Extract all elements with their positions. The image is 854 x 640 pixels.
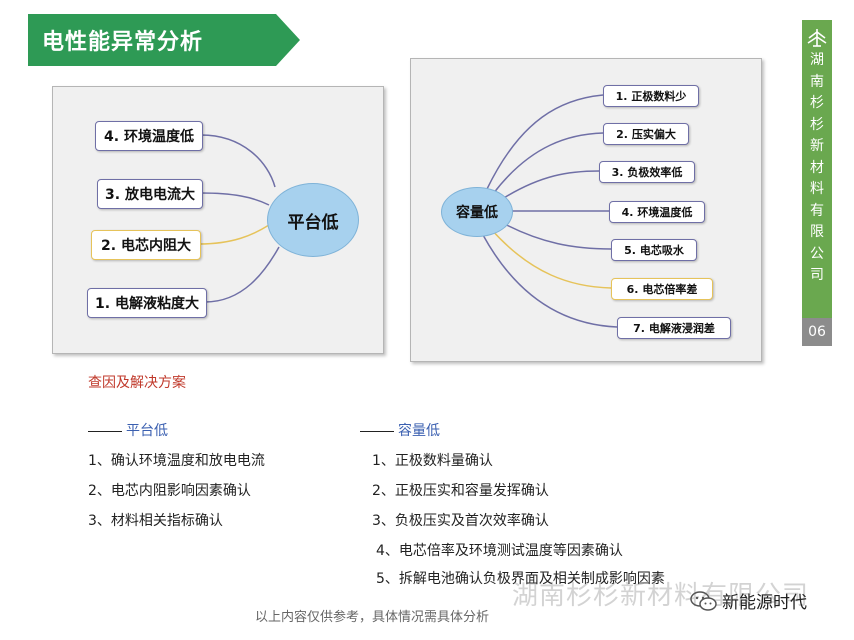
- capacity-solution-item: 4、电芯倍率及环境测试温度等因素确认: [376, 543, 623, 559]
- platform-title-text: 平台低: [126, 423, 168, 439]
- mindmap-center: 容量低: [441, 187, 513, 237]
- capacity-title-text: 容量低: [398, 423, 440, 439]
- capacity-solution-item: 2、正极压实和容量发挥确认: [372, 483, 549, 499]
- page-number: 06: [802, 318, 832, 346]
- title-banner: 电性能异常分析: [28, 14, 300, 66]
- disclaimer-note: 以上内容仅供参考，具体情况需具体分析: [255, 610, 490, 625]
- wechat-account-badge: 新能源时代: [690, 588, 807, 613]
- mindmap-node: 5. 电芯吸水: [611, 239, 697, 261]
- platform-solution-item: 1、确认环境温度和放电电流: [88, 453, 265, 469]
- mindmap-node: 1. 正极数料少: [603, 85, 699, 107]
- company-name-vertical: 湖南杉杉新材料有限公司: [802, 50, 832, 287]
- company-name: 湖南杉杉新材料有限公司: [810, 52, 824, 283]
- mindmap-capacity-connectors: [482, 94, 618, 328]
- mindmap-platform-low: 4. 环境温度低 3. 放电电流大 2. 电芯内阻大 1. 电解液粘度大 平台低: [52, 86, 384, 354]
- solutions-heading: 查因及解决方案: [88, 375, 186, 391]
- capacity-solution-item: 5、拆解电池确认负极界面及相关制成影响因素: [376, 571, 665, 587]
- dash-line: [360, 430, 394, 432]
- mindmap-center: 平台低: [267, 183, 359, 257]
- mindmap-platform-connectors: [198, 134, 280, 303]
- platform-solutions-title: 平台低: [88, 420, 168, 440]
- capacity-solution-item: 1、正极数料量确认: [372, 453, 493, 469]
- wechat-account-name: 新能源时代: [722, 593, 807, 613]
- mindmap-node: 2. 电芯内阻大: [91, 230, 201, 260]
- company-watermark: 湖南杉杉新材料有限公司: [512, 581, 810, 611]
- mindmap-node: 3. 负极效率低: [599, 161, 695, 183]
- wechat-icon: [690, 590, 717, 611]
- mindmap-node: 1. 电解液粘度大: [87, 288, 207, 318]
- company-sidebar: 湖南杉杉新材料有限公司 06: [802, 20, 832, 346]
- mindmap-capacity-low: 容量低 1. 正极数料少 2. 压实偏大 3. 负极效率低 4. 环境温度低 5…: [410, 58, 762, 362]
- mindmap-node: 3. 放电电流大: [97, 179, 203, 209]
- capacity-solutions-title: 容量低: [360, 420, 440, 440]
- capacity-solution-item: 3、负极压实及首次效率确认: [372, 513, 549, 529]
- platform-solution-item: 3、材料相关指标确认: [88, 513, 223, 529]
- mindmap-node: 2. 压实偏大: [603, 123, 689, 145]
- banner-arrow-shape: [28, 14, 300, 66]
- company-logo-icon: [807, 29, 827, 47]
- mindmap-node: 4. 环境温度低: [609, 201, 705, 223]
- mindmap-node: 4. 环境温度低: [95, 121, 203, 151]
- mindmap-node: 7. 电解液浸润差: [617, 317, 731, 339]
- platform-solution-item: 2、电芯内阻影响因素确认: [88, 483, 251, 499]
- dash-line: [88, 430, 122, 432]
- page-title: 电性能异常分析: [42, 30, 204, 55]
- mindmap-node: 6. 电芯倍率差: [611, 278, 713, 300]
